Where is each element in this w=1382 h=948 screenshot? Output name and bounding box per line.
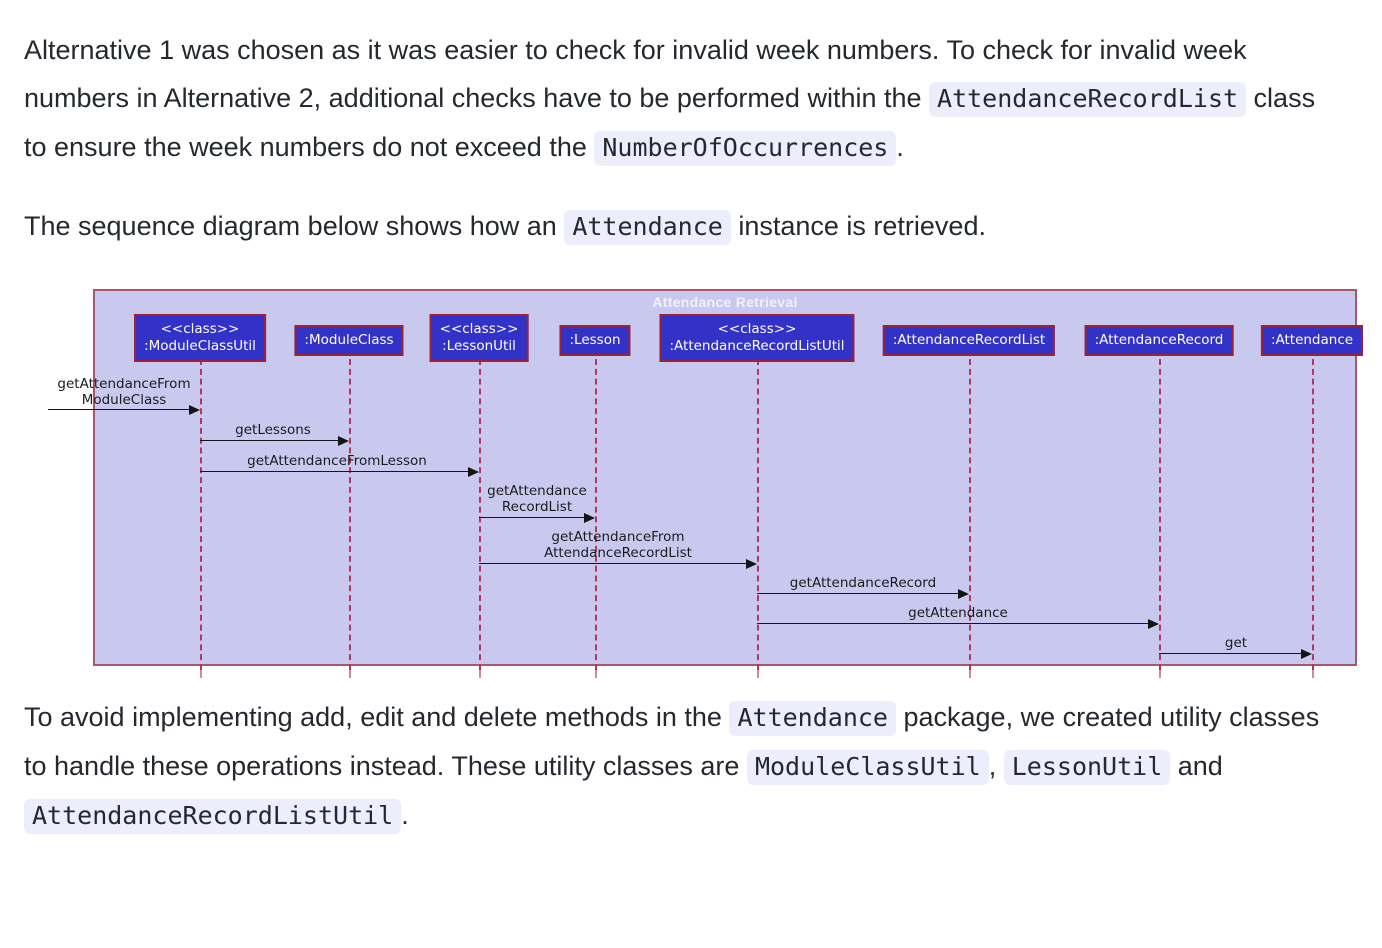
paragraph-sequence-intro: The sequence diagram below shows how an … (24, 202, 1344, 251)
paragraph1-text-3: . (896, 132, 904, 162)
code-span-attendance-2: Attendance (729, 701, 896, 736)
message-arrowhead-5 (746, 559, 757, 569)
participant-attendance[interactable]: :Attendance (1260, 325, 1364, 356)
code-span-lesson-util: LessonUtil (1003, 750, 1171, 785)
message-arrowhead-1 (189, 405, 200, 415)
lifeline-lessonUtil (479, 359, 481, 670)
message-label-2: getLessons (235, 422, 311, 438)
lifeline-attendanceRecordListUtil (757, 359, 759, 670)
message-label-4: getAttendance RecordList (487, 483, 587, 515)
paragraph3-text-5: . (401, 800, 409, 830)
code-span-attendance-record-list: AttendanceRecordList (929, 82, 1247, 117)
message-line-4 (479, 517, 587, 518)
lifeline-stub-moduleClassUtil (200, 670, 202, 678)
lifeline-stub-lesson (595, 670, 597, 678)
paragraph-alternative-choice: Alternative 1 was chosen as it was easie… (24, 26, 1344, 172)
participant-lesson[interactable]: :Lesson (559, 325, 631, 356)
message-label-6: getAttendanceRecord (789, 575, 937, 591)
message-arrowhead-4 (584, 513, 595, 523)
message-label-1: getAttendanceFrom ModuleClass (57, 376, 191, 408)
message-line-8 (1159, 653, 1304, 654)
participant-lessonUtil[interactable]: <<class>> :LessonUtil (429, 314, 529, 362)
lifeline-attendanceRecord (1159, 359, 1161, 670)
code-span-number-of-occurrences: NumberOfOccurrences (594, 131, 897, 166)
paragraph3-text-4: and (1170, 751, 1223, 781)
diagram-title: Attendance Retrieval (652, 294, 798, 310)
participant-attendanceRecordList[interactable]: :AttendanceRecordList (882, 325, 1056, 356)
participant-attendanceRecord[interactable]: :AttendanceRecord (1084, 325, 1234, 356)
paragraph2-text-1: The sequence diagram below shows how an (24, 211, 565, 241)
message-line-1 (48, 409, 192, 410)
participant-moduleClassUtil[interactable]: <<class>> :ModuleClassUtil (134, 314, 266, 362)
message-line-3 (200, 471, 471, 472)
lifeline-stub-attendanceRecordListUtil (757, 670, 759, 678)
lifeline-moduleClassUtil (200, 359, 202, 670)
paragraph1-text-2: class to ensure the week numbers do not … (24, 83, 1316, 162)
message-label-7: getAttendance (908, 605, 1008, 621)
paragraph1-text-1: Alternative 1 was chosen as it was easie… (24, 35, 1247, 113)
participant-attendanceRecordListUtil[interactable]: <<class>> :AttendanceRecordListUtil (659, 314, 855, 362)
lifeline-stub-attendance (1312, 670, 1314, 678)
message-line-2 (200, 440, 341, 441)
sequence-diagram-attendance-retrieval: Attendance Retrieval <<class>> :ModuleCl… (24, 281, 1364, 681)
message-arrowhead-2 (338, 436, 349, 446)
message-label-5: getAttendanceFrom AttendanceRecordList (544, 529, 692, 561)
paragraph2-text-2: instance is retrieved. (730, 211, 986, 241)
paragraph3-text-3: , (988, 751, 1004, 781)
code-span-attendance-record-list-util: AttendanceRecordListUtil (24, 799, 402, 834)
code-span-module-class-util: ModuleClassUtil (746, 750, 989, 785)
paragraph3-text-1: To avoid implementing add, edit and dele… (24, 702, 730, 732)
message-label-3: getAttendanceFromLesson (247, 453, 427, 469)
document-body: Alternative 1 was chosen as it was easie… (24, 26, 1364, 840)
message-arrowhead-3 (468, 467, 479, 477)
message-arrowhead-7 (1148, 619, 1159, 629)
message-label-8: get (1224, 635, 1248, 651)
lifeline-stub-attendanceRecord (1159, 670, 1161, 678)
message-line-7 (757, 623, 1151, 624)
lifeline-stub-lessonUtil (479, 670, 481, 678)
lifeline-stub-moduleClass (349, 670, 351, 678)
lifeline-stub-attendanceRecordList (969, 670, 971, 678)
lifeline-attendance (1312, 359, 1314, 670)
message-line-6 (757, 593, 961, 594)
lifeline-lesson (595, 359, 597, 670)
message-arrowhead-8 (1301, 649, 1312, 659)
message-line-5 (479, 563, 749, 564)
message-arrowhead-6 (958, 589, 969, 599)
paragraph-utility-classes: To avoid implementing add, edit and dele… (24, 693, 1344, 840)
lifeline-attendanceRecordList (969, 359, 971, 670)
paragraph3-text-2: package, we created utility classes to h… (24, 702, 1320, 781)
lifeline-moduleClass (349, 359, 351, 670)
participant-moduleClass[interactable]: :ModuleClass (294, 325, 404, 356)
code-span-attendance: Attendance (564, 210, 731, 245)
